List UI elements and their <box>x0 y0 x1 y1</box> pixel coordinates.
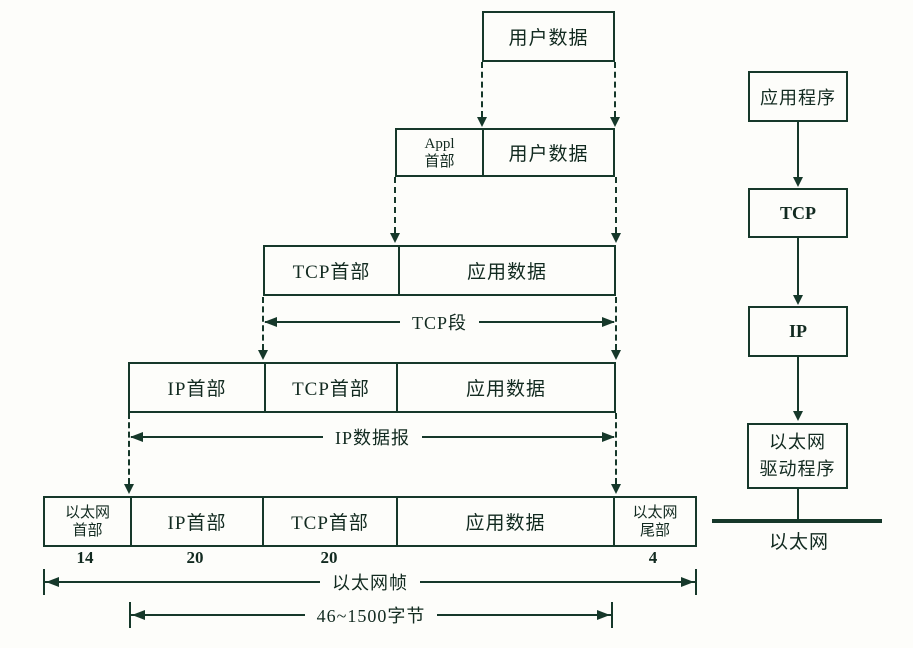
byte-size-tcp-header: 20 <box>320 548 338 567</box>
byte-size-eth-header: 14 <box>76 548 94 567</box>
arrowhead-left-icon <box>264 317 277 327</box>
dashed-arrow <box>390 177 400 243</box>
tcp-header-cell: TCP首部 <box>262 498 396 545</box>
down-arrow <box>793 357 803 421</box>
ip-datagram-box: IP首部 TCP首部 应用数据 <box>128 362 616 413</box>
dashed-arrow <box>611 297 621 360</box>
ip-header-cell: IP首部 <box>167 379 227 400</box>
measure-end-bar <box>695 569 697 595</box>
ip-datagram-label: IP数据报 <box>322 424 422 450</box>
user-data-cell: 用户数据 <box>508 28 589 49</box>
byte-size-ip-header: 20 <box>186 548 204 567</box>
appl-header-cell: Appl 首部 <box>424 135 455 170</box>
tcp-segment-measure: TCP段 <box>263 308 616 336</box>
ip-datagram-measure: IP数据报 <box>129 423 616 451</box>
measure-end-bar <box>129 602 131 628</box>
eth-header-cell: 以太网 首部 <box>64 504 110 539</box>
ip-header-cell: IP首部 <box>130 498 262 545</box>
dashed-arrow <box>611 177 621 243</box>
tcp-header-cell: TCP首部 <box>264 364 396 411</box>
arrowhead-left-icon <box>46 577 59 587</box>
arrowhead-left-icon <box>132 610 145 620</box>
dashed-arrow <box>610 62 620 127</box>
payload-size-label: 46~1500字节 <box>304 602 438 628</box>
stack-box-ethernet-driver: 以太网 驱动程序 <box>747 423 848 489</box>
dashed-arrow <box>124 413 134 494</box>
app-data-cell: 应用数据 <box>396 498 613 545</box>
tcp-segment-label: TCP段 <box>399 309 479 335</box>
ethernet-frame-label: 以太网帧 <box>320 569 420 595</box>
eth-trailer-cell: 以太网 尾部 <box>613 498 695 545</box>
measure-end-bar <box>611 602 613 628</box>
driver-to-bus-line <box>797 489 799 519</box>
arrowhead-right-icon <box>597 610 610 620</box>
stack-box-tcp: TCP <box>748 188 848 238</box>
user-data-box: 用户数据 <box>482 11 615 62</box>
down-arrow <box>793 122 803 187</box>
arrowhead-right-icon <box>602 317 615 327</box>
stack-box-application: 应用程序 <box>748 71 848 122</box>
arrowhead-right-icon <box>602 432 615 442</box>
ethernet-bus-label: 以太网 <box>768 532 830 553</box>
appl-message-box: Appl 首部 用户数据 <box>395 128 615 177</box>
tcp-header-cell: TCP首部 <box>292 262 371 283</box>
measure-end-bar <box>43 569 45 595</box>
down-arrow <box>793 238 803 305</box>
dashed-arrow <box>611 413 621 494</box>
user-data-cell: 用户数据 <box>482 130 613 175</box>
app-data-cell: 应用数据 <box>398 247 614 294</box>
tcp-segment-box: TCP首部 应用数据 <box>263 245 616 296</box>
dashed-arrow <box>477 62 487 127</box>
arrowhead-right-icon <box>681 577 694 587</box>
dashed-arrow <box>258 297 268 360</box>
ethernet-frame-measure: 以太网帧 <box>43 568 697 596</box>
payload-size-measure: 46~1500字节 <box>129 601 613 629</box>
ethernet-bus-line <box>712 519 882 523</box>
ethernet-frame-box: 以太网 首部 IP首部 TCP首部 应用数据 以太网 尾部 <box>43 496 697 547</box>
arrowhead-left-icon <box>130 432 143 442</box>
app-data-cell: 应用数据 <box>396 364 614 411</box>
byte-size-eth-trailer: 4 <box>648 548 658 567</box>
stack-box-ip: IP <box>748 306 848 357</box>
